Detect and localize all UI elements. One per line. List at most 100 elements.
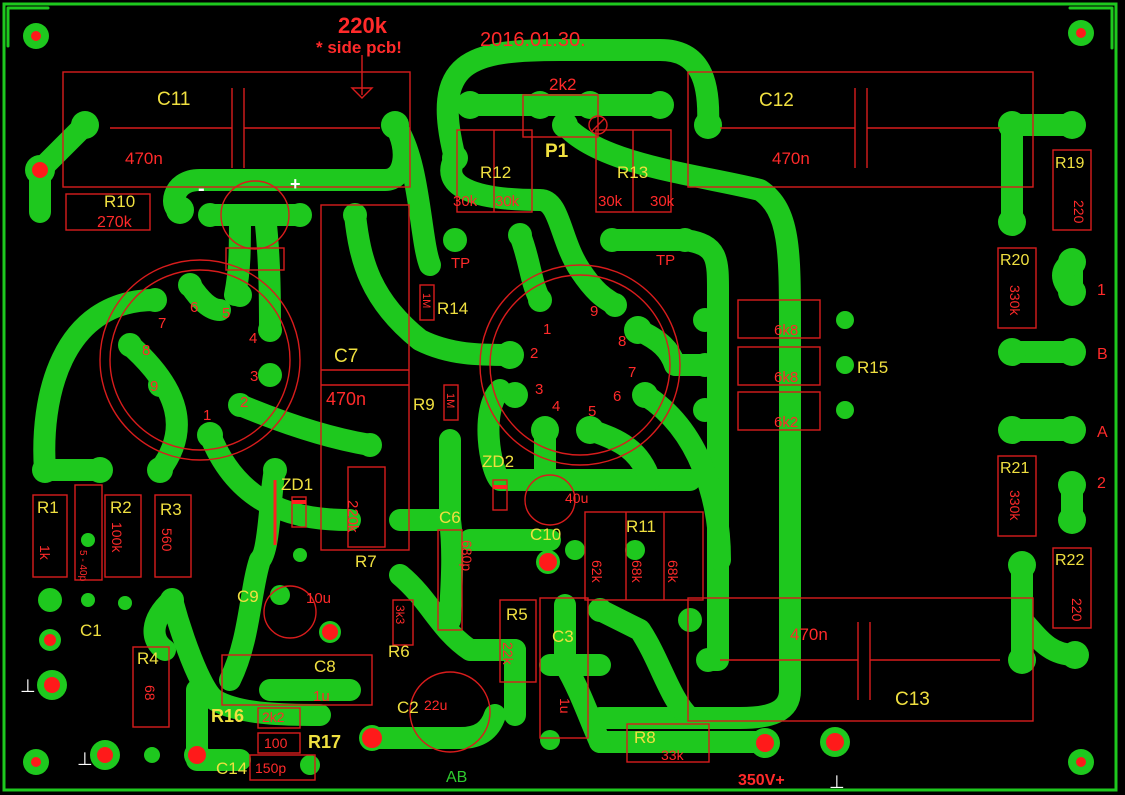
input-label: AB: [446, 769, 467, 786]
value-p1: 2k2: [549, 75, 576, 94]
ground-symbol-3: ⊥: [829, 772, 845, 792]
value-c3: 1u: [557, 698, 573, 714]
connector-1: 1: [1097, 282, 1106, 299]
value-c14: 150p: [255, 760, 286, 776]
tube-left-pin-1: 1: [203, 407, 211, 424]
tube-left-pin-9: 9: [150, 378, 158, 395]
value-c11: 470n: [125, 149, 163, 168]
tube-right-pin-4: 4: [552, 398, 560, 415]
label-r5: R5: [506, 605, 528, 624]
tube-left-pin-7: 7: [158, 315, 166, 332]
testpoint-right: TP: [656, 252, 675, 269]
label-c6: C6: [439, 508, 461, 527]
label-r17: R17: [308, 732, 341, 752]
tube-right-pin-2: 2: [530, 345, 538, 362]
value-c2: 22u: [424, 697, 447, 713]
value-r1: 1k: [37, 545, 53, 561]
label-r3: R3: [160, 500, 182, 519]
tube-right-pin-8: 8: [618, 333, 626, 350]
label-c3: C3: [552, 627, 574, 646]
label-c13: C13: [895, 689, 930, 710]
label-r14: R14: [437, 299, 468, 318]
value-r15c: 6k2: [774, 414, 798, 431]
value-r12a: 30k: [453, 193, 478, 210]
value-r3: 560: [159, 528, 175, 552]
value-r19: 220: [1071, 200, 1087, 224]
connector-2: 2: [1097, 475, 1106, 492]
value-c7: 470n: [326, 389, 366, 409]
corner-mark: [1068, 6, 1114, 50]
side-note: * side pcb!: [316, 38, 402, 57]
value-r4: 68: [142, 685, 158, 701]
value-r9: 1M: [444, 393, 456, 408]
label-r8: R8: [634, 728, 656, 747]
label-c10: C10: [530, 525, 561, 544]
value-r5: 22k: [500, 642, 516, 666]
tube-right-pin-3: 3: [535, 381, 543, 398]
label-r6: R6: [388, 642, 410, 661]
tube-right-pin-6: 6: [613, 388, 621, 405]
label-r10: R10: [104, 192, 135, 211]
value-r6: 3k3: [393, 605, 407, 625]
label-r15: R15: [857, 358, 888, 377]
testpoint-left: TP: [451, 255, 470, 272]
value-r14: 1M: [420, 293, 432, 308]
label-c2: C2: [397, 698, 419, 717]
tube-right-pin-1: 1: [543, 321, 551, 338]
value-r10: 270k: [97, 214, 133, 231]
value-c9: 10u: [306, 590, 331, 607]
value-c10: 40u: [565, 490, 588, 506]
tube-left-pin-8: 8: [142, 342, 150, 359]
value-r15a: 6k8: [774, 322, 798, 339]
tube-left-pin-5: 5: [222, 305, 230, 322]
label-r2: R2: [110, 498, 132, 517]
label-c12: C12: [759, 90, 794, 111]
value-c13: 470n: [790, 625, 828, 644]
label-c9: C9: [237, 587, 259, 606]
silkscreen-labels: 220k * side pcb! 2016.01.30. C11 470n C1…: [20, 13, 1108, 792]
connector-b: B: [1097, 346, 1108, 363]
label-r1: R1: [37, 498, 59, 517]
tube-left-pin-6: 6: [190, 299, 198, 316]
label-r13: R13: [617, 163, 648, 182]
value-r11b: 68k: [629, 560, 645, 584]
corner-mark: [6, 6, 50, 48]
label-r4: R4: [137, 649, 159, 668]
label-r16: R16: [211, 706, 244, 726]
label-c11: C11: [157, 89, 190, 110]
supply-label: 350V+: [738, 772, 785, 789]
label-r7: R7: [355, 552, 377, 571]
minus-mark: -: [198, 178, 205, 200]
label-r22: R22: [1055, 552, 1084, 569]
connector-a: A: [1097, 424, 1108, 441]
silkscreen-outlines: [32, 55, 1092, 781]
label-zd2: ZD2: [482, 452, 514, 471]
label-c1: C1: [80, 621, 102, 640]
value-r17: 100: [264, 735, 288, 751]
value-r13a: 30k: [598, 193, 623, 210]
label-r19: R19: [1055, 155, 1084, 172]
label-r12: R12: [480, 163, 511, 182]
date-label: 2016.01.30.: [480, 29, 586, 51]
label-r11: R11: [626, 517, 656, 536]
value-r11c: 68k: [665, 560, 681, 584]
value-c6: 680p: [459, 540, 475, 571]
tube-right-pin-5: 5: [588, 403, 596, 420]
ground-symbol-1: ⊥: [20, 676, 36, 696]
tube-left-pin-3: 3: [250, 368, 258, 385]
value-c12: 470n: [772, 149, 810, 168]
value-r13b: 30k: [650, 193, 675, 210]
value-r22: 220: [1069, 598, 1085, 622]
value-r20: 330k: [1007, 285, 1023, 316]
value-r15b: 6k8: [774, 369, 798, 386]
tube-right-pin-9: 9: [590, 303, 598, 320]
plus-mark: +: [290, 174, 301, 194]
label-p1: P1: [545, 141, 569, 162]
value-r16: 2k2: [262, 709, 285, 725]
value-r21: 330k: [1007, 490, 1023, 521]
label-r21: R21: [1000, 460, 1029, 477]
label-c8: C8: [314, 657, 336, 676]
label-zd1: ZD1: [281, 475, 313, 494]
label-c14: C14: [216, 759, 247, 778]
